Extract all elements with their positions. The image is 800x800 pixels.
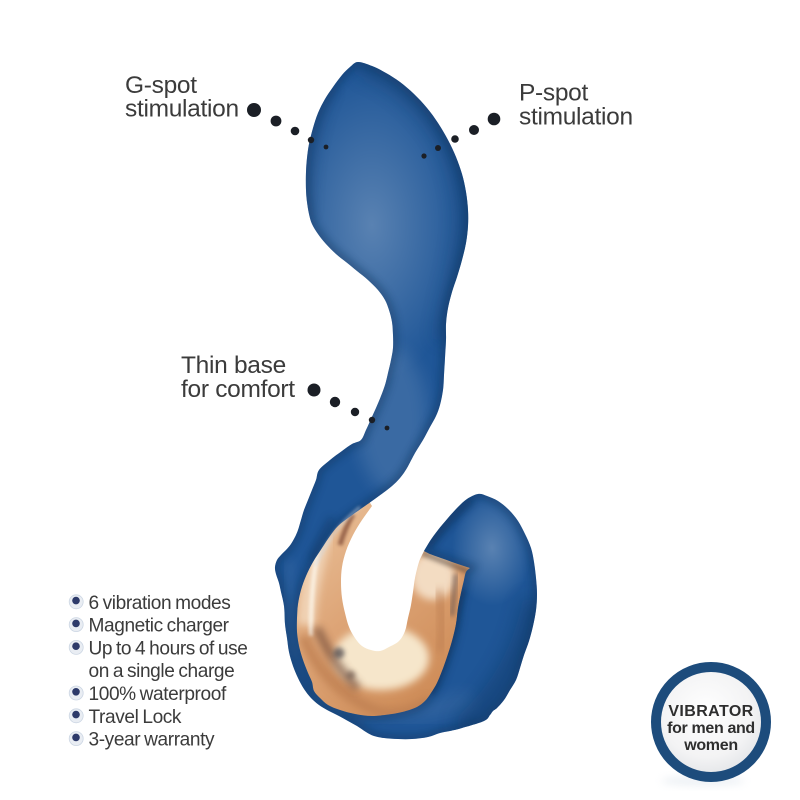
- svg-text:100% waterproof: 100% waterproof: [89, 684, 227, 705]
- svg-text:Magnetic charger: Magnetic charger: [89, 616, 230, 637]
- svg-text:for comfort: for comfort: [181, 376, 295, 403]
- svg-text:G-spot: G-spot: [125, 72, 197, 99]
- svg-text:stimulation: stimulation: [519, 104, 633, 131]
- svg-text:VIBRATOR: VIBRATOR: [668, 703, 753, 720]
- svg-text:women: women: [683, 737, 738, 754]
- svg-text:P-spot: P-spot: [519, 80, 589, 107]
- svg-text:Travel Lock: Travel Lock: [89, 707, 182, 728]
- svg-text:stimulation: stimulation: [125, 96, 239, 123]
- svg-text:for men and: for men and: [667, 720, 755, 737]
- svg-text:on a single charge: on a single charge: [89, 661, 235, 682]
- svg-text:Thin base: Thin base: [181, 352, 286, 379]
- svg-text:Up to 4 hours of use: Up to 4 hours of use: [89, 638, 248, 659]
- svg-text:3-year warranty: 3-year warranty: [89, 730, 215, 751]
- svg-text:6 vibration modes: 6 vibration modes: [89, 593, 231, 614]
